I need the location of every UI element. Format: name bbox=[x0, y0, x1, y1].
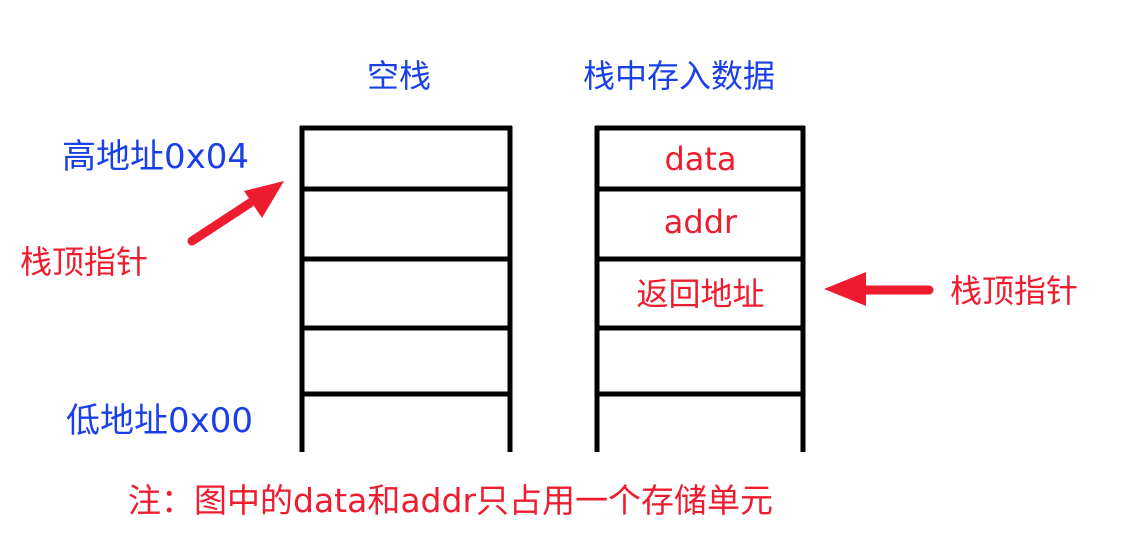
empty-stack bbox=[299, 125, 513, 452]
filled-stack bbox=[594, 125, 806, 452]
stack-cell-return-address: 返回地址 bbox=[636, 275, 765, 313]
high-address-label: 高地址0x04 bbox=[62, 137, 250, 177]
stack-cell-data: data bbox=[664, 140, 737, 178]
stack-cell-addr: addr bbox=[663, 203, 738, 241]
stack-pointer-arrow-left bbox=[187, 181, 284, 246]
arrow-head-icon bbox=[244, 181, 284, 218]
filled-stack-title: 栈中存入数据 bbox=[583, 57, 776, 95]
footnote: 注：图中的data和addr只占用一个存储单元 bbox=[128, 481, 774, 520]
stack-pointer-label-right: 栈顶指针 bbox=[950, 272, 1079, 310]
low-address-label: 低地址0x00 bbox=[66, 401, 254, 441]
stack-pointer-label-left: 栈顶指针 bbox=[20, 243, 149, 281]
arrow-shaft-icon bbox=[187, 198, 255, 246]
empty-stack-title: 空栈 bbox=[367, 57, 432, 95]
arrow-head-icon bbox=[824, 272, 866, 306]
stack-pointer-arrow-right bbox=[824, 272, 934, 306]
